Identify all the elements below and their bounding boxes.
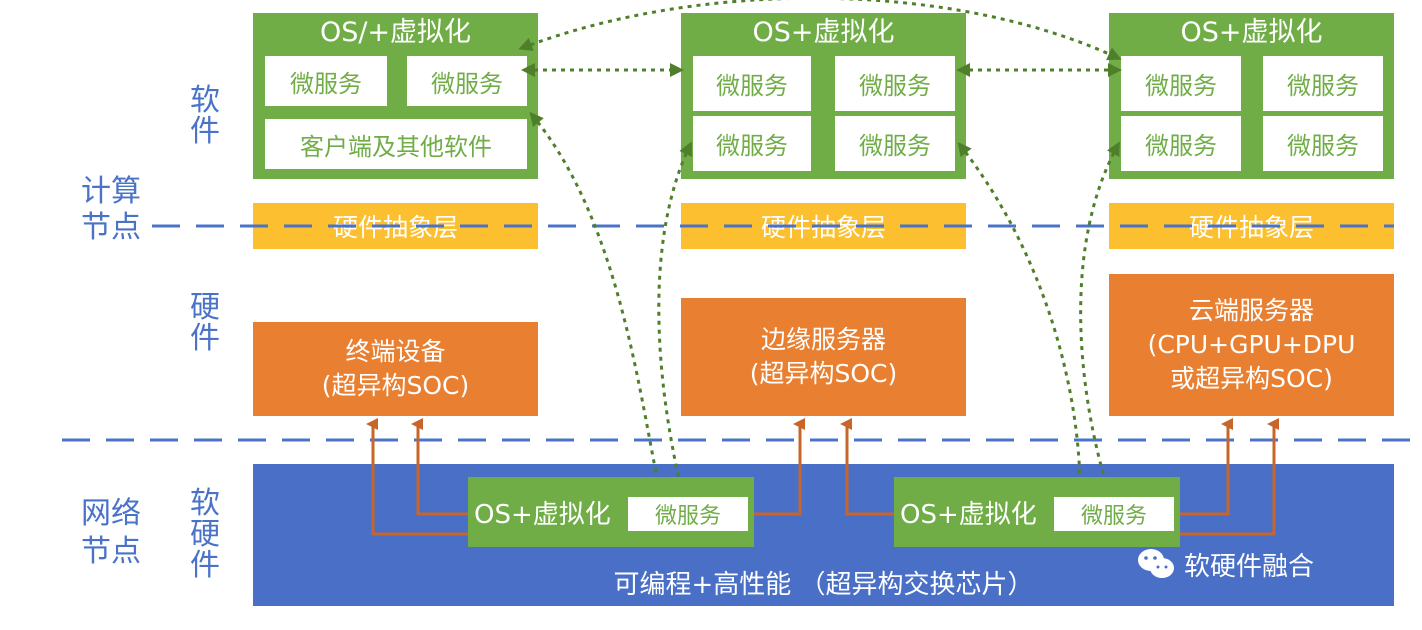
soft-hardware-label: 软硬件 bbox=[190, 486, 220, 583]
edge-microservice-2: 微服务 bbox=[835, 56, 955, 111]
edge-microservice-3: 微服务 bbox=[693, 116, 811, 171]
network-band-label: 可编程+高性能 （超异构交换芯片） bbox=[613, 570, 1034, 600]
terminal-client-software: 客户端及其他软件 bbox=[265, 119, 527, 169]
edge-server-soc: (超异构SOC) bbox=[749, 359, 898, 388]
cloud-microservice-4: 微服务 bbox=[1263, 116, 1383, 171]
terminal-microservice-2: 微服务 bbox=[407, 56, 527, 106]
edge-microservice-1: 微服务 bbox=[693, 56, 811, 111]
terminal-microservice-1: 微服务 bbox=[265, 56, 387, 106]
cloud-server-alt: 或超异构SOC) bbox=[1170, 364, 1333, 393]
hardware-layer-label: 硬件 bbox=[190, 290, 220, 356]
terminal-device-soc: (超异构SOC) bbox=[321, 371, 470, 400]
brand-watermark: 软硬件融合 bbox=[1136, 544, 1376, 584]
terminal-os-title: OS/+虚拟化 bbox=[319, 17, 472, 48]
wechat-icon bbox=[1138, 549, 1174, 578]
brand-name: 软硬件融合 bbox=[1184, 551, 1315, 582]
network-node-label-line1: 网络 bbox=[81, 496, 141, 531]
compute-node-label-line2: 节点 bbox=[81, 210, 141, 245]
network-chip-2: OS+虚拟化 微服务 bbox=[894, 477, 1180, 547]
cloud-server-spec: (CPU+GPU+DPU bbox=[1147, 330, 1356, 359]
terminal-device-box: 终端设备 (超异构SOC) bbox=[253, 322, 538, 416]
network-chip-1: OS+虚拟化 微服务 bbox=[468, 477, 754, 547]
terminal-device-name: 终端设备 bbox=[345, 337, 446, 366]
edge-microservice-4: 微服务 bbox=[835, 116, 955, 171]
compute-node-label-line1: 计算 bbox=[81, 174, 141, 209]
cloud-os-box: OS+虚拟化 微服务 微服务 微服务 微服务 bbox=[1109, 13, 1394, 179]
network-node-label-line2: 节点 bbox=[81, 534, 141, 569]
edge-server-box: 边缘服务器 (超异构SOC) bbox=[681, 298, 966, 416]
cloud-microservice-3: 微服务 bbox=[1121, 116, 1241, 171]
cloud-os-title: OS+虚拟化 bbox=[1180, 17, 1323, 48]
cloud-server-name: 云端服务器 bbox=[1188, 296, 1314, 325]
software-layer-label: 软件 bbox=[190, 83, 220, 149]
network-chip-1-os-title: OS+虚拟化 bbox=[474, 499, 611, 530]
network-chip-2-os-title: OS+虚拟化 bbox=[900, 499, 1037, 530]
edge-server-name: 边缘服务器 bbox=[760, 325, 886, 354]
terminal-os-box: OS/+虚拟化 微服务 微服务 客户端及其他软件 bbox=[253, 13, 538, 179]
cloud-microservice-1: 微服务 bbox=[1121, 56, 1241, 111]
cloud-microservice-2: 微服务 bbox=[1263, 56, 1383, 111]
network-chip-2-microservice: 微服务 bbox=[1054, 497, 1174, 531]
cloud-server-box: 云端服务器 (CPU+GPU+DPU 或超异构SOC) bbox=[1109, 274, 1394, 416]
network-chip-1-microservice: 微服务 bbox=[628, 497, 748, 531]
